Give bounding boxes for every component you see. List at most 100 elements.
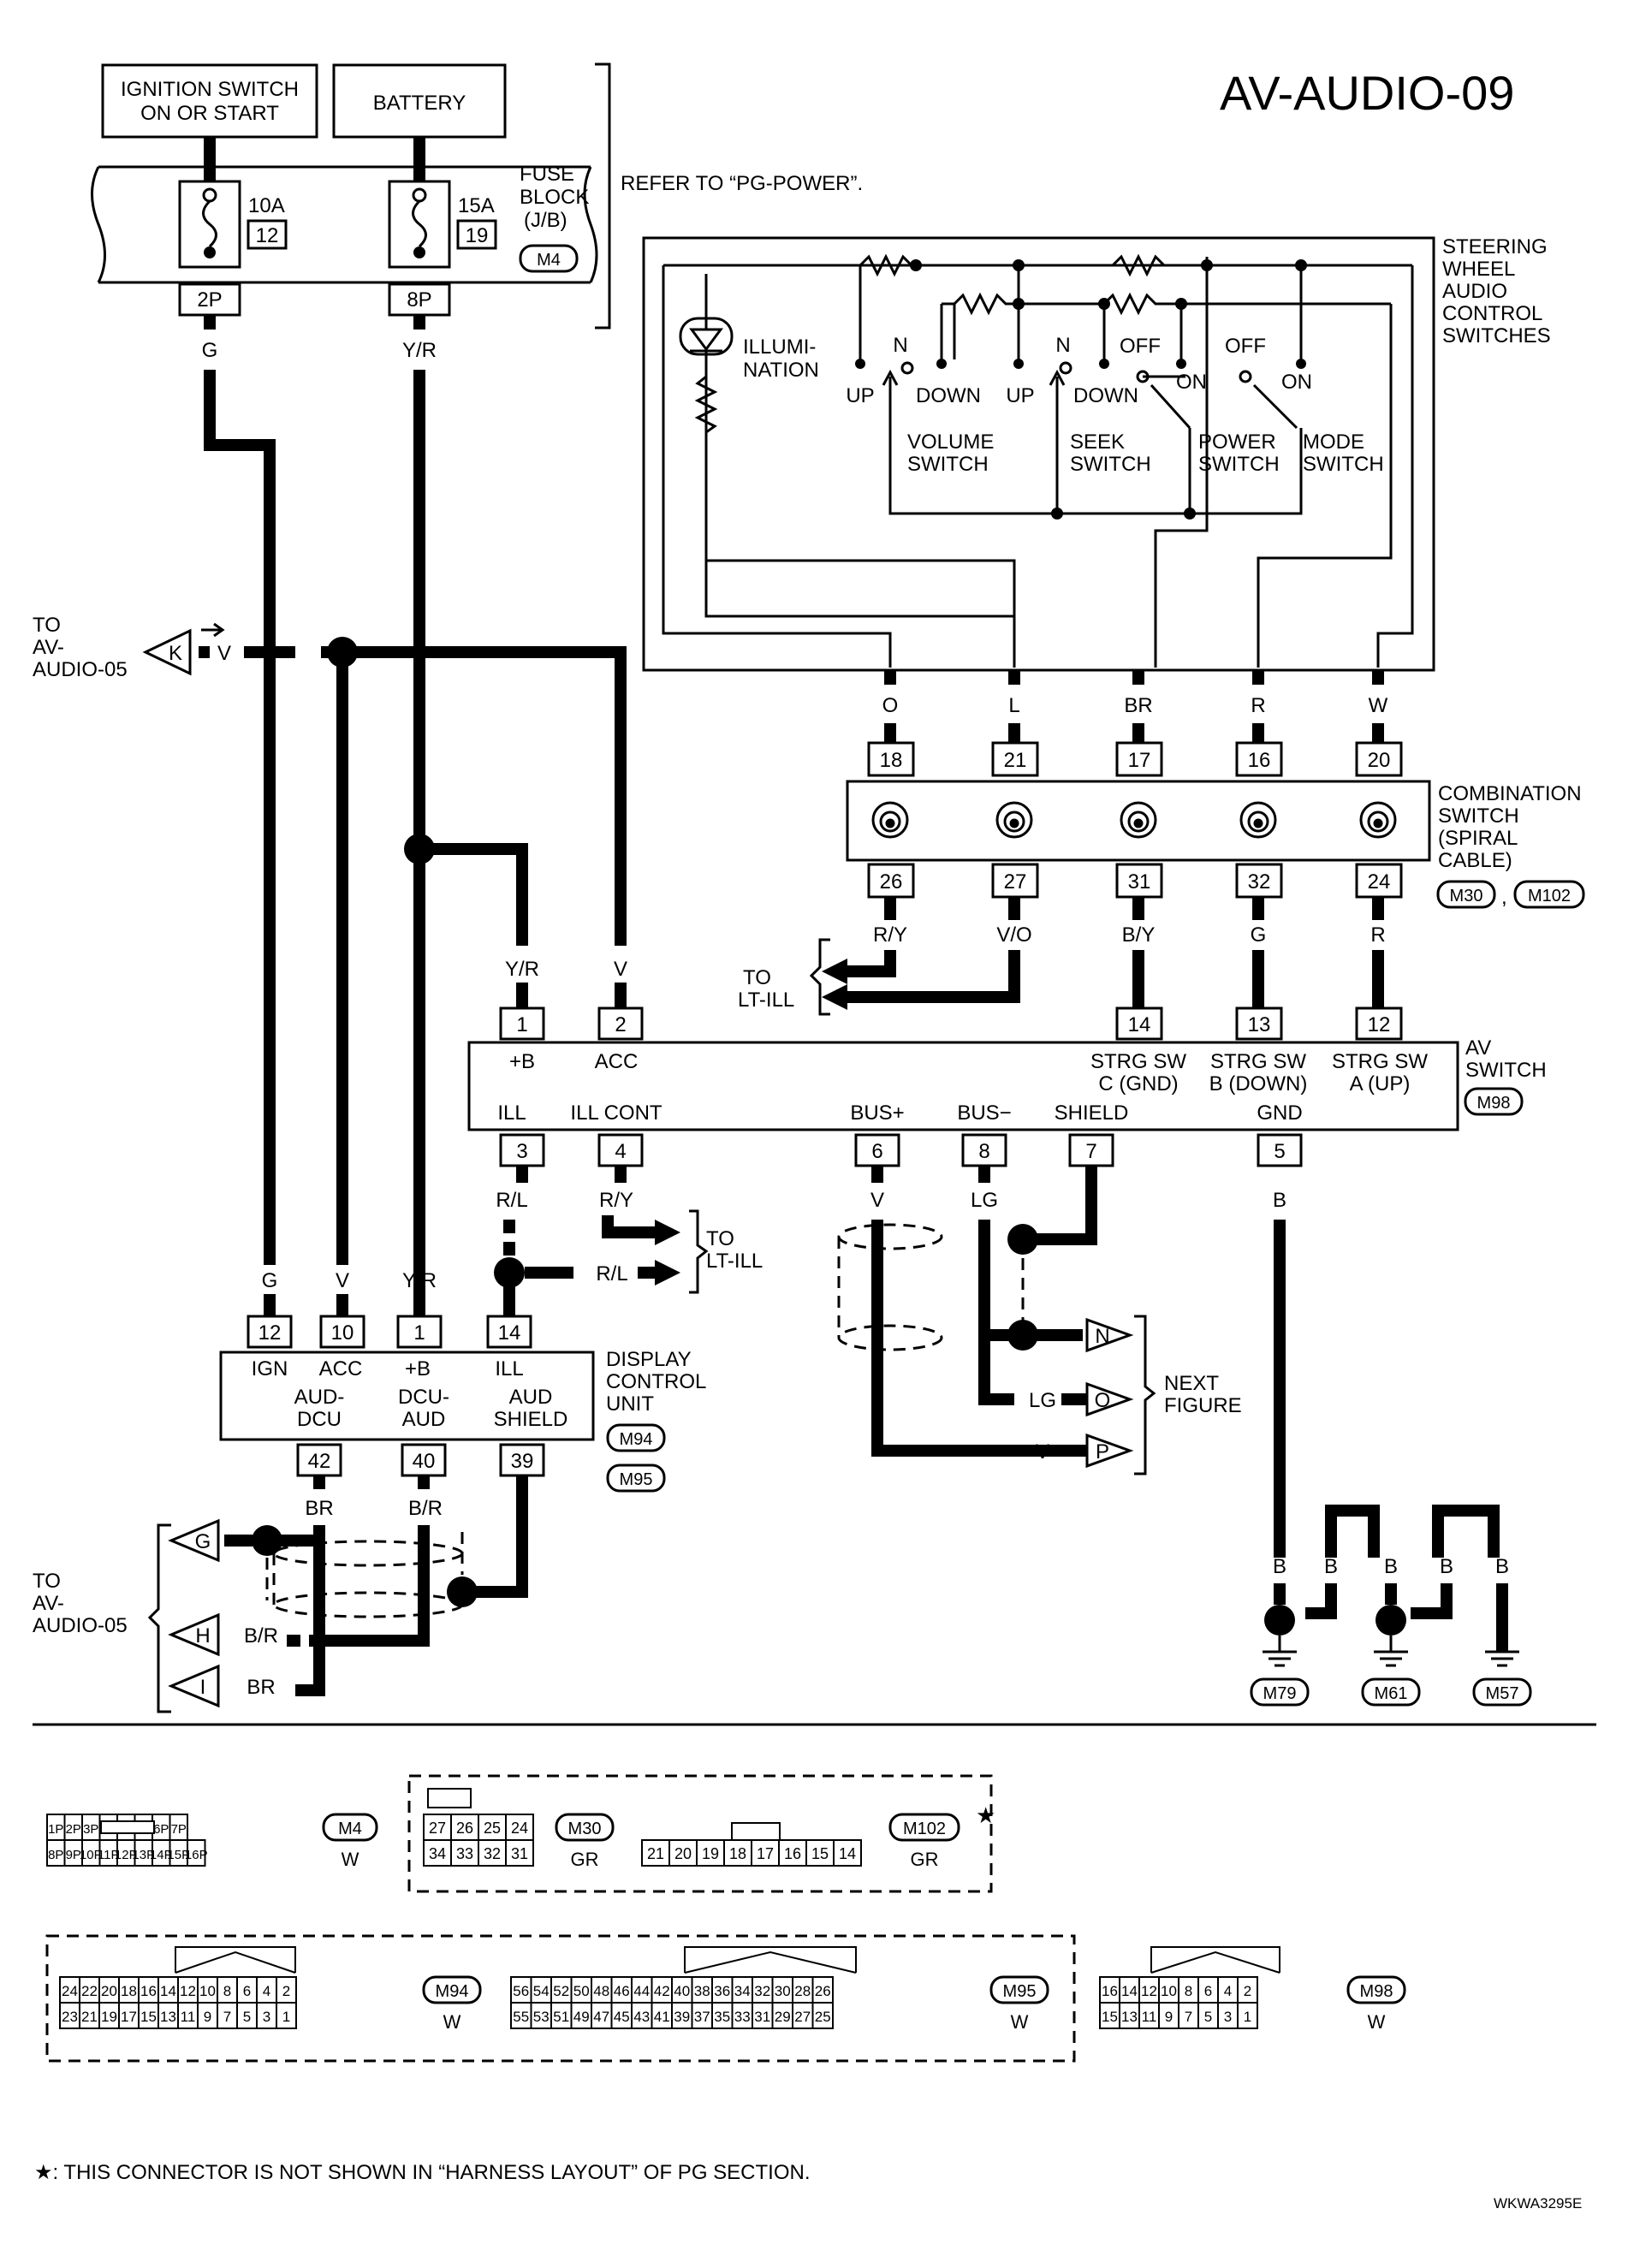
svg-text:B/R: B/R [408, 1497, 443, 1520]
m94-pin-label: 3 [263, 2009, 270, 2025]
lt-ill-to-label-1: TO [743, 966, 771, 989]
m4-pin-label: 15P [167, 1848, 190, 1862]
seek-n-label: N [1055, 334, 1070, 357]
av-switch-title-1: AV [1465, 1036, 1491, 1060]
svg-text:13: 13 [1248, 1013, 1271, 1036]
fuse-block-connector: M4 [537, 251, 561, 270]
m95-pin-label: 50 [573, 1983, 590, 1999]
svg-text:B/R: B/R [244, 1624, 278, 1648]
m98-pin-label: 6 [1204, 1983, 1212, 1999]
m98-pin-label: 12 [1141, 1983, 1157, 1999]
connector-group-box-2 [45, 1934, 1076, 2063]
combination-wire-by: B/Y [1122, 923, 1156, 947]
svg-text:12: 12 [1368, 1013, 1391, 1036]
fuse-2-amp: 15A [458, 194, 495, 217]
svg-text:24: 24 [1368, 870, 1391, 894]
m94-pin-label: 18 [121, 1983, 137, 1999]
m95-pin-label: 53 [533, 2009, 550, 2025]
svg-text:SHIELD: SHIELD [1055, 1101, 1129, 1125]
m102-pin-cell [778, 1839, 807, 1867]
m102-pin-label: 18 [729, 1845, 746, 1862]
seek-switch-label-1: SEEK [1070, 430, 1125, 454]
to-label-bottom: TO [33, 1570, 61, 1593]
m30-pin-cell [505, 1839, 534, 1867]
m95-pin-label: 37 [694, 2009, 710, 2025]
ground-m61: M61 [1375, 1684, 1408, 1703]
display-connector-m95: M95 [620, 1470, 653, 1489]
svg-text:BUS+: BUS+ [850, 1101, 904, 1125]
mode-off-label: OFF [1225, 335, 1266, 358]
m30-pin-cell [478, 1814, 507, 1841]
svg-text:Y/R: Y/R [505, 958, 539, 981]
svg-text:N: N [1095, 1325, 1109, 1348]
av-audio-05-label-bottom-2: AUDIO-05 [33, 1614, 128, 1637]
m102-name: M102 [903, 1820, 946, 1838]
combination-title-1: COMBINATION [1438, 782, 1582, 805]
m30-pin-label: 34 [429, 1845, 446, 1862]
m98-pin-label: 15 [1102, 2009, 1118, 2025]
svg-text:BR: BR [247, 1676, 275, 1699]
m95-pin-label: 51 [553, 2009, 569, 2025]
combination-title-4: CABLE) [1438, 849, 1512, 872]
seek-switch-label-2: SWITCH [1070, 453, 1151, 476]
svg-text:Y/R: Y/R [402, 1269, 437, 1292]
steering-title-2: WHEEL [1442, 258, 1515, 281]
svg-text:C (GND): C (GND) [1098, 1072, 1178, 1095]
svg-text:STRG SW: STRG SW [1210, 1050, 1306, 1073]
m102-pin-cell [805, 1839, 835, 1867]
svg-text:LG: LG [971, 1189, 998, 1212]
m95-pin-label: 46 [614, 1983, 630, 1999]
connector-n [1085, 1317, 1134, 1353]
m30-pin-label: 33 [456, 1845, 473, 1862]
svg-text:B: B [1273, 1555, 1286, 1578]
m98-pin-cell [1237, 2002, 1258, 2029]
m95-pin-label: 39 [674, 2009, 690, 2025]
fuse-block-label-1: FUSE [520, 163, 574, 186]
svg-text:A (UP): A (UP) [1350, 1072, 1411, 1095]
connector-group-box-1 [407, 1774, 993, 1893]
svg-text:B: B [1384, 1555, 1398, 1578]
svg-text:B: B [1440, 1555, 1453, 1578]
steering-wire-r: R [1251, 694, 1265, 717]
volume-up-label: UP [846, 384, 874, 407]
connector-i [168, 1664, 220, 1708]
power-switch-label-2: SWITCH [1198, 453, 1280, 476]
m30-name: M30 [568, 1820, 602, 1838]
m4-pin-label: 10P [80, 1848, 103, 1862]
svg-text:G: G [195, 1530, 211, 1553]
svg-text:39: 39 [511, 1450, 534, 1473]
m98-pin-label: 14 [1121, 1983, 1138, 1999]
steering-title-1: STEERING [1442, 235, 1548, 258]
m4-pin-label: 13P [132, 1848, 155, 1862]
mode-switch-label-1: MODE [1303, 430, 1364, 454]
m94-pin-label: 2 [282, 1983, 290, 1999]
m95-pin-label: 27 [794, 2009, 811, 2025]
m94-pin-label: 17 [121, 2009, 137, 2025]
svg-text:27: 27 [1004, 870, 1027, 894]
m4-pin-label: 16P [185, 1848, 208, 1862]
svg-text:B (DOWN): B (DOWN) [1209, 1072, 1308, 1095]
svg-text:IGN: IGN [252, 1357, 288, 1380]
m95-pin-label: 31 [754, 2009, 770, 2025]
fuse-1-amp: 10A [248, 194, 285, 217]
m98-pin-label: 16 [1102, 1983, 1118, 1999]
m4-color: W [342, 1849, 359, 1870]
combination-wire-ry: R/Y [873, 923, 907, 947]
next-figure-label-2: FIGURE [1164, 1394, 1242, 1417]
seek-down-label: DOWN [1073, 384, 1138, 407]
svg-text:ACC: ACC [319, 1357, 363, 1380]
volume-n-label: N [893, 334, 907, 357]
volume-switch-label-1: VOLUME [907, 430, 994, 454]
m94-pin-label: 7 [223, 2009, 231, 2025]
m94-badge [422, 1975, 482, 2004]
svg-text:O: O [1095, 1389, 1111, 1412]
m4-pin-label: 6P [153, 1822, 169, 1837]
m94-pin-label: 4 [263, 1983, 270, 1999]
connector-lock-tab [175, 1946, 296, 1974]
m102-badge [888, 1813, 960, 1842]
m30-lock [427, 1788, 472, 1808]
m94-pin-label: 19 [101, 2009, 117, 2025]
m98-pin-label: 10 [1161, 1983, 1177, 1999]
illumination-label-1: ILLUMI- [743, 335, 816, 359]
m102-pin-cell [641, 1839, 670, 1867]
